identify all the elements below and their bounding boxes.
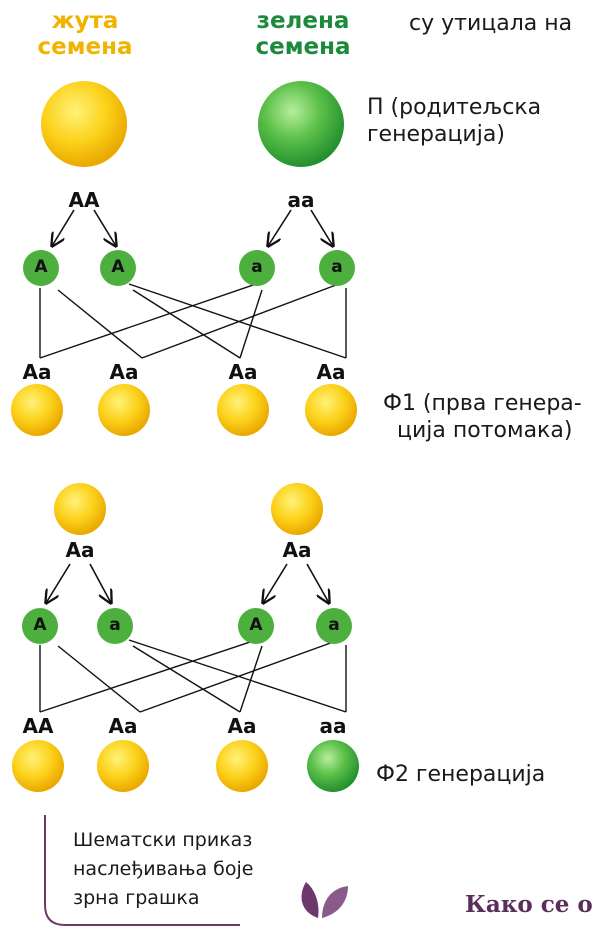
f1-label-line1: Ф1 (прва генера- xyxy=(383,391,582,416)
f1-label-line2: ција потомака) xyxy=(397,418,573,443)
f2-genotype-3: Aa xyxy=(227,714,257,738)
green-seeds-header: зелена семена xyxy=(248,8,358,60)
p-gamete-1-label: A xyxy=(34,257,48,277)
f2-seed-4 xyxy=(307,740,359,792)
f1-gamete-2-label: a xyxy=(109,615,121,635)
f2-genotype-2: Aa xyxy=(108,714,138,738)
p-label-line1: П (родитељска xyxy=(367,95,542,120)
leaf-logo-icon xyxy=(301,882,348,918)
f2-seed-2 xyxy=(97,740,149,792)
p-gamete-3 xyxy=(239,250,275,286)
section-heading-fragment: Како се о xyxy=(465,891,593,918)
f1-gamete-4-label: a xyxy=(328,615,340,635)
p-gamete-4 xyxy=(319,250,355,286)
f1-genotype-4: Aa xyxy=(316,360,346,384)
f1-gamete-4 xyxy=(316,608,352,644)
f1-parent-left-genotype: Aa xyxy=(65,538,95,562)
p-gametes xyxy=(23,250,355,286)
f1-parent-right-genotype: Aa xyxy=(282,538,312,562)
f1-cross-lines xyxy=(39,639,347,713)
green-header-line2: семена xyxy=(255,34,351,60)
f1-genotype-3: Aa xyxy=(228,360,258,384)
p-green-seed xyxy=(258,81,344,167)
f2-seed-3 xyxy=(216,740,268,792)
p-gamete-1 xyxy=(23,250,59,286)
f1-seed-4 xyxy=(305,384,357,436)
caption-line1: Шематски приказ xyxy=(73,829,253,851)
f1-gamete-2 xyxy=(97,608,133,644)
f1-arrows xyxy=(46,563,329,603)
f1-generation-label: Ф1 (прва генера- ција потомака) xyxy=(383,390,582,444)
f2-genotype-4: aa xyxy=(319,714,347,738)
f2-generation-label: Ф2 генерација xyxy=(376,762,546,787)
f1-parent-right-seed xyxy=(271,483,323,535)
f1-genotype-1: Aa xyxy=(22,360,52,384)
top-text: су утицала на xyxy=(409,11,573,36)
p-generation-label: П (родитељска генерација) xyxy=(367,94,541,148)
p-gamete-2 xyxy=(100,250,136,286)
f1-gamete-3-label: A xyxy=(249,615,263,635)
f1-gamete-3 xyxy=(238,608,274,644)
f1-gametes xyxy=(22,608,352,644)
f1-gamete-1 xyxy=(22,608,58,644)
f2-seed-1 xyxy=(12,740,64,792)
f1-parent-left-seed xyxy=(54,483,106,535)
yellow-header-line2: семена xyxy=(37,34,133,60)
p-yellow-seed xyxy=(41,81,127,167)
f2-genotype-1: AA xyxy=(22,714,54,738)
caption-line3: зрна грашка xyxy=(73,887,200,909)
yellow-header-line1: жута xyxy=(51,8,119,34)
p-gamete-4-label: a xyxy=(331,257,343,277)
p-cross-lines xyxy=(39,283,347,359)
caption-line2: наслеђивања боје xyxy=(73,858,254,880)
yellow-seeds-header: жута семена xyxy=(30,8,140,60)
f1-seed-1 xyxy=(11,384,63,436)
f1-gamete-1-label: A xyxy=(33,615,47,635)
p-right-genotype: aa xyxy=(287,188,315,212)
p-arrows xyxy=(52,209,333,246)
p-gamete-3-label: a xyxy=(251,257,263,277)
f1-genotype-2: Aa xyxy=(109,360,139,384)
caption-bracket xyxy=(44,815,240,926)
f1-seed-3 xyxy=(217,384,269,436)
p-left-genotype: AA xyxy=(68,188,100,212)
diagram-caption: Шематски приказ наслеђивања боје зрна гр… xyxy=(73,826,253,913)
green-header-line1: зелена xyxy=(256,8,350,34)
p-label-line2: генерација) xyxy=(367,122,505,147)
f1-seed-2 xyxy=(98,384,150,436)
p-gamete-2-label: A xyxy=(111,257,125,277)
